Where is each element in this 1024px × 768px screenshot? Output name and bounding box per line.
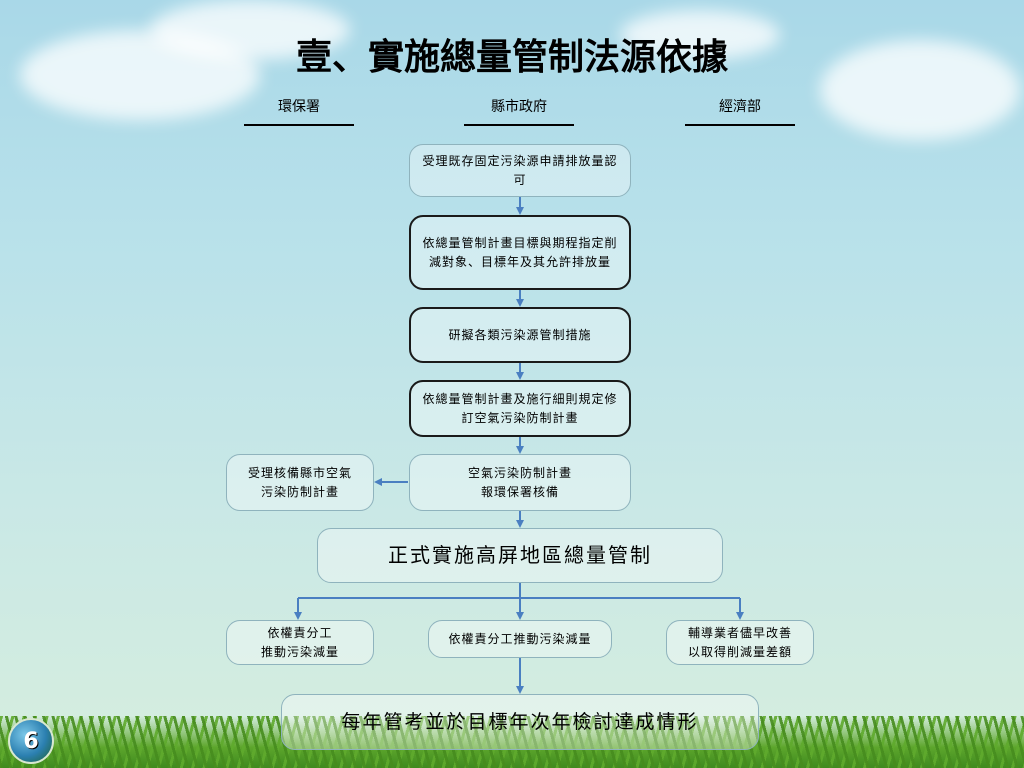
cloud-decoration [620, 10, 780, 60]
flow-branch-epa: 依權責分工 推動污染減量 [226, 620, 374, 665]
lane-label-moea: 經濟部 [685, 96, 795, 126]
grass-decoration [0, 716, 1024, 768]
lane-label-epa: 環保署 [244, 96, 354, 126]
flow-branch-moea: 輔導業者儘早改善 以取得削減量差額 [666, 620, 814, 665]
flow-branch-county: 依權責分工推動污染減量 [428, 620, 612, 658]
flow-step-implement: 正式實施高屏地區總量管制 [317, 528, 723, 583]
flow-step-control-measures: 研擬各類污染源管制措施 [409, 307, 631, 363]
page-title: 壹、實施總量管制法源依據 [295, 37, 728, 78]
lane-label-county: 縣市政府 [464, 96, 574, 126]
cloud-decoration [820, 40, 1020, 140]
slide-number: 6 [23, 728, 39, 754]
slide-number-badge: 6 [8, 718, 54, 764]
flow-step-designate-targets: 依總量管制計畫目標與期程指定削減對象、目標年及其允許排放量 [409, 215, 631, 290]
cloud-decoration [150, 0, 350, 60]
flow-step-revise-plan: 依總量管制計畫及施行細則規定修訂空氣污染防制計畫 [409, 380, 631, 437]
flow-step-submit-plan: 空氣污染防制計畫 報環保署核備 [409, 454, 631, 511]
flow-step-annual-review: 每年管考並於目標年次年檢討達成情形 [281, 694, 759, 750]
flow-step-accept-emission: 受理既存固定污染源申請排放量認可 [409, 144, 631, 197]
flow-step-review-plan: 受理核備縣市空氣 污染防制計畫 [226, 454, 374, 511]
